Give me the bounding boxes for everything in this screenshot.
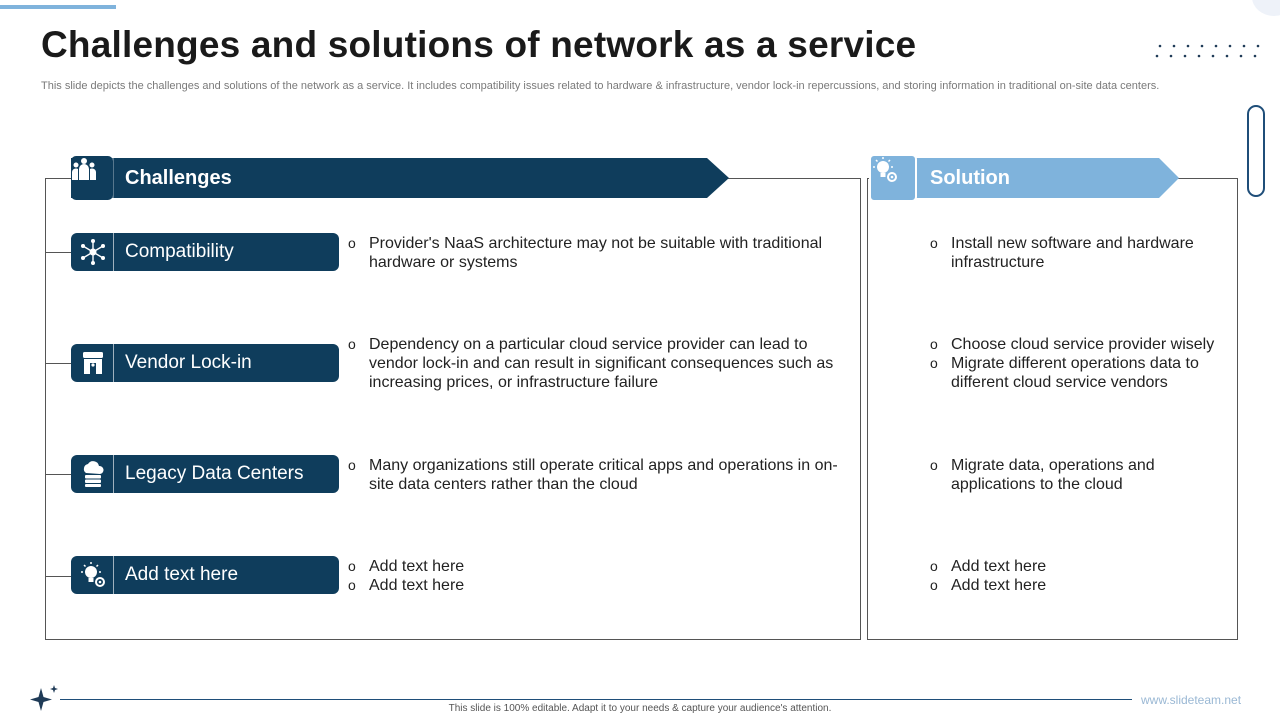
row-label: Legacy Data Centers	[125, 463, 304, 484]
page-title: Challenges and solutions of network as a…	[41, 24, 917, 65]
row-label: Compatibility	[125, 241, 234, 262]
bullet-item: Add text here	[348, 576, 838, 595]
storefront-icon	[77, 347, 109, 379]
cloud-server-icon	[77, 458, 109, 490]
challenges-banner: Challenges	[71, 156, 731, 200]
challenge-list-compatibility: Provider's NaaS architecture may not be …	[348, 234, 838, 272]
solution-list-add-text: Add text here Add text here	[930, 557, 1220, 595]
bullet-item: Migrate data, operations and application…	[930, 456, 1180, 494]
solution-list-legacy-data-centers: Migrate data, operations and application…	[930, 456, 1180, 494]
team-icon	[71, 156, 113, 200]
top-accent-bar	[0, 5, 116, 9]
challenges-header: Challenges	[125, 167, 232, 189]
bullet-item: Add text here	[930, 557, 1220, 576]
challenges-banner-shape	[71, 158, 729, 198]
row-connector	[45, 576, 71, 577]
challenge-list-vendor-lock-in: Dependency on a particular cloud service…	[348, 335, 838, 392]
lightbulb-gear-icon	[869, 154, 917, 202]
dots-decoration	[1155, 44, 1260, 58]
row-pill-legacy-data-centers: Legacy Data Centers	[71, 455, 339, 493]
solution-list-compatibility: Install new software and hardware infras…	[930, 234, 1220, 272]
solution-header: Solution	[930, 167, 1010, 189]
bullet-item: Provider's NaaS architecture may not be …	[348, 234, 838, 272]
bullet-item: Choose cloud service provider wisely	[930, 335, 1220, 354]
row-connector	[45, 363, 71, 364]
sparkle-icon	[30, 685, 58, 711]
footer-link[interactable]: www.slideteam.net	[1141, 693, 1242, 707]
corner-decoration	[1252, 0, 1280, 16]
decorative-pill-outline	[1247, 105, 1265, 197]
row-label: Vendor Lock-in	[125, 352, 252, 373]
solution-banner-shape	[915, 158, 1179, 198]
footer-note: This slide is 100% editable. Adapt it to…	[448, 703, 832, 714]
row-pill-vendor-lock-in: Vendor Lock-in	[71, 344, 339, 382]
network-hub-icon	[77, 236, 109, 268]
row-pill-compatibility: Compatibility	[71, 233, 339, 271]
challenge-list-legacy-data-centers: Many organizations still operate critica…	[348, 456, 838, 494]
bullet-item: Many organizations still operate critica…	[348, 456, 838, 494]
bullet-item: Dependency on a particular cloud service…	[348, 335, 838, 392]
row-connector	[45, 252, 71, 253]
bullet-item: Add text here	[930, 576, 1220, 595]
solution-list-vendor-lock-in: Choose cloud service provider wisely Mig…	[930, 335, 1220, 392]
footer-divider	[60, 699, 1132, 700]
challenge-list-add-text: Add text here Add text here	[348, 557, 838, 595]
row-connector	[45, 474, 71, 475]
bullet-item: Install new software and hardware infras…	[930, 234, 1220, 272]
page-subtitle: This slide depicts the challenges and so…	[41, 80, 1160, 92]
bullet-item: Migrate different operations data to dif…	[930, 354, 1220, 392]
solution-banner: Solution	[869, 154, 1181, 202]
lightbulb-gear-icon	[77, 559, 109, 591]
bullet-item: Add text here	[348, 557, 838, 576]
row-label: Add text here	[125, 564, 239, 585]
row-pill-add-text: Add text here	[71, 556, 339, 594]
